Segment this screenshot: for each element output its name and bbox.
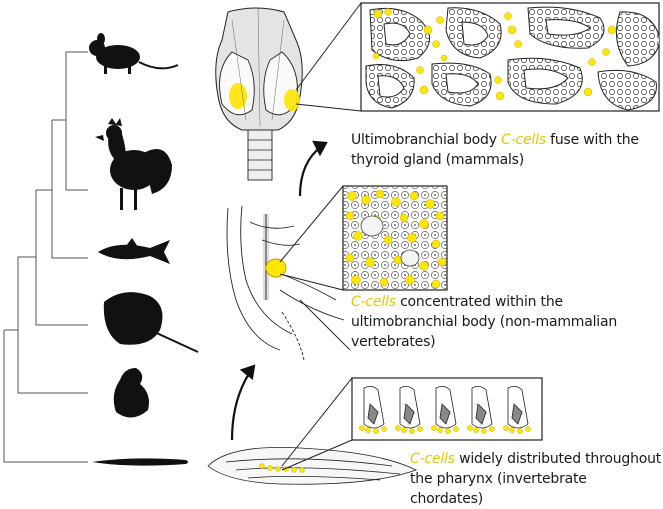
- fish-icon: [98, 238, 170, 264]
- lamprey-icon: [113, 368, 149, 418]
- caption-mammals-pre: Ultimobranchial body: [351, 132, 502, 148]
- thyroid-histology-inset: [360, 2, 660, 112]
- rooster-icon: [95, 118, 172, 210]
- ccell-label-chordates: C-cells: [410, 451, 455, 467]
- evolution-diagram: [3, 2, 660, 485]
- caption-nonmammalian-post: concentrated within the ultimobranchial …: [351, 294, 618, 350]
- caption-mammals-post: fuse with the thyroid gland (mammals): [351, 132, 639, 168]
- zoom-lines-3: [281, 377, 353, 471]
- mouse-icon: [89, 33, 179, 74]
- stingray-icon: [103, 292, 199, 353]
- caption-nonmammalian: C-cells concentrated within the ultimobr…: [351, 292, 651, 352]
- caption-mammals: Ultimobranchial body C-cells fuse with t…: [351, 130, 651, 170]
- ccell-label-mammals: C-cells: [501, 132, 546, 148]
- endostyle-histology-inset: [351, 377, 543, 441]
- ccell-label-nonmammalian: C-cells: [351, 294, 396, 310]
- evolution-arrow-2: [230, 364, 256, 441]
- phylogenetic-tree: [3, 51, 88, 463]
- chordate-pharynx-illustration: [207, 447, 418, 485]
- ultimobranchial-histology-inset: [342, 185, 448, 291]
- evolution-arrow-1: [298, 140, 328, 197]
- amphioxus-icon: [92, 458, 188, 466]
- thyroid-gland-illustration: [215, 7, 303, 181]
- zoom-lines-2: [279, 185, 344, 291]
- vertebrate-pharynx-illustration: [226, 205, 351, 361]
- zoom-lines-1: [295, 2, 362, 112]
- caption-chordates: C-cells widely distributed throughout th…: [410, 449, 663, 509]
